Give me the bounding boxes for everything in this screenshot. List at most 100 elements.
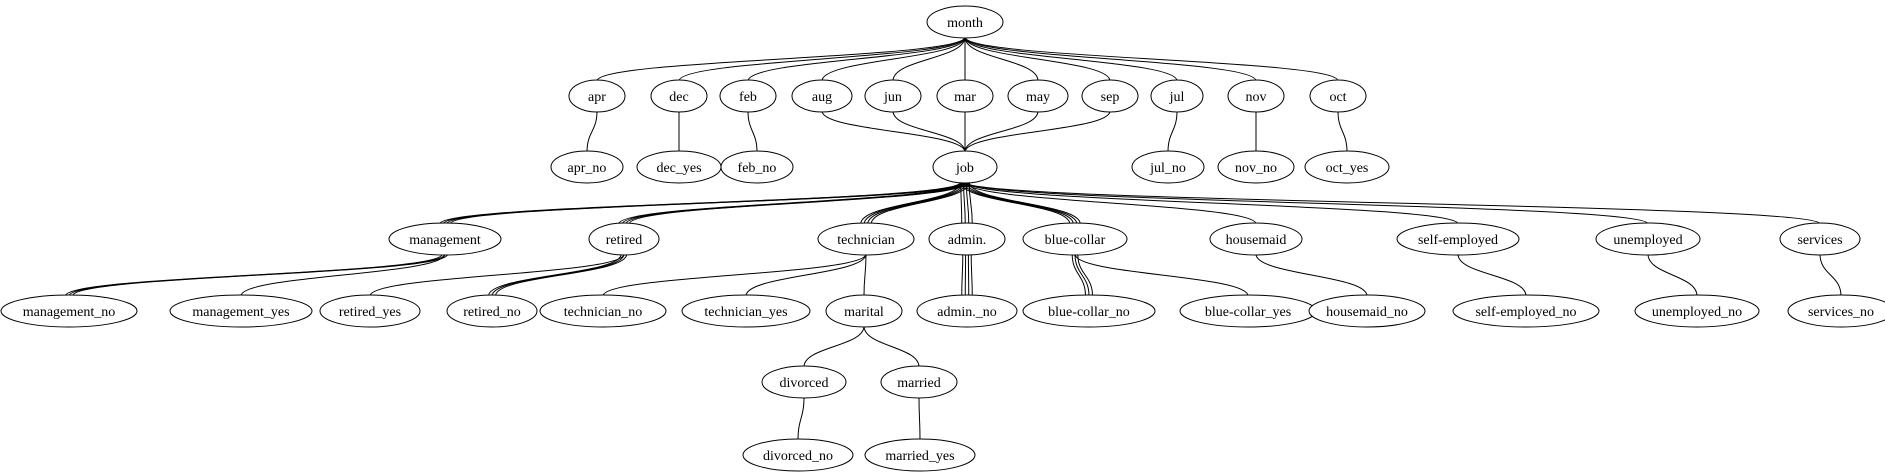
edge-month-to-may <box>964 36 1039 82</box>
node-management-no: management_no <box>0 294 138 328</box>
node-ellipse <box>1150 79 1204 113</box>
node-management: management <box>388 222 502 256</box>
edge-month-to-aug <box>821 36 966 82</box>
node-ellipse <box>880 365 958 399</box>
node-ellipse <box>1452 294 1600 328</box>
node-blue-collar: blue-collar <box>1022 222 1128 256</box>
node-feb-no: feb_no <box>720 150 794 184</box>
node-blue-collar-no: blue-collar_no <box>1022 294 1156 328</box>
node-jul: jul <box>1150 79 1204 113</box>
edge-job-to-blue_collar <box>960 181 1071 225</box>
node-ellipse <box>1595 222 1701 256</box>
edge-sep-to-job <box>964 110 1111 153</box>
node-label: dec <box>669 90 688 105</box>
edge-month-to-feb <box>747 36 966 82</box>
edge-retired-to-retired_yes <box>369 253 625 297</box>
node-job: job <box>932 150 998 184</box>
node-ellipse <box>742 438 854 472</box>
edge-jul-to-jul_no <box>1167 110 1178 153</box>
node-ellipse <box>1309 79 1367 113</box>
node-self-employed-no: self-employed_no <box>1452 294 1600 328</box>
edge-retired-to-retired_no <box>491 253 625 297</box>
node-retired-yes: retired_yes <box>319 294 421 328</box>
node-ellipse <box>388 222 502 256</box>
edge-job-to-unemployed <box>964 181 1649 225</box>
edge-month-to-sep <box>964 36 1111 82</box>
edge-job-to-blue_collar <box>968 181 1081 225</box>
node-services-no: services_no <box>1787 294 1885 328</box>
node-ellipse <box>539 294 667 328</box>
edge-month-to-oct <box>964 36 1339 82</box>
edge-marital-to-divorced <box>803 325 865 368</box>
node-ellipse <box>1779 222 1861 256</box>
node-label: admin._no <box>937 305 997 320</box>
edge-services-to-services_no <box>1819 253 1842 297</box>
edge-self_employed-to-self_employed_no <box>1457 253 1527 297</box>
node-ellipse <box>1304 150 1390 184</box>
node-ellipse <box>932 150 998 184</box>
node-nov-no: nov_no <box>1217 150 1295 184</box>
node-label: nov <box>1246 90 1267 105</box>
node-ellipse <box>761 365 847 399</box>
edge-may-to-job <box>964 110 1039 153</box>
node-unemployed-no: unemployed_no <box>1634 294 1760 328</box>
node-retired-no: retired_no <box>446 294 538 328</box>
node-ellipse <box>0 294 138 328</box>
node-sep: sep <box>1081 79 1139 113</box>
node-label: aug <box>812 90 832 105</box>
node-jul-no: jul_no <box>1131 150 1205 184</box>
node-label: married <box>897 376 941 391</box>
node-apr-no: apr_no <box>550 150 624 184</box>
node-label: may <box>1026 90 1050 105</box>
edge-month-to-jun <box>892 36 966 82</box>
node-married: married <box>880 365 958 399</box>
node-ellipse <box>1081 79 1139 113</box>
node-ellipse <box>588 222 660 256</box>
node-divorced-no: divorced_no <box>742 438 854 472</box>
node-retired: retired <box>588 222 660 256</box>
node-label: management_yes <box>192 305 289 320</box>
edge-job-to-technician <box>863 181 965 225</box>
node-label: self-employed <box>1418 233 1498 248</box>
edge-management-to-management_yes <box>240 253 446 297</box>
node-label: retired <box>606 233 643 248</box>
edge-admin-to-admin_no <box>970 253 973 297</box>
edge-feb-to-feb_no <box>747 110 758 153</box>
tree-edges <box>65 36 1842 441</box>
node-label: technician <box>837 233 895 248</box>
node-unemployed: unemployed <box>1595 222 1701 256</box>
node-services: services <box>1779 222 1861 256</box>
node-ellipse <box>1007 79 1069 113</box>
node-ellipse <box>169 294 313 328</box>
edge-aug-to-job <box>821 110 966 153</box>
edge-job-to-admin <box>960 181 963 225</box>
node-self-employed: self-employed <box>1396 222 1520 256</box>
edge-job-to-blue_collar <box>963 181 1074 225</box>
edge-job-to-management <box>449 181 970 225</box>
node-ellipse <box>1634 294 1760 328</box>
edge-job-to-services <box>964 181 1821 225</box>
node-label: nov_no <box>1235 161 1277 176</box>
node-mar: mar <box>936 79 994 113</box>
edge-job-to-technician <box>860 181 962 225</box>
node-label: technician_no <box>564 305 643 320</box>
node-label: management_no <box>23 305 116 320</box>
node-ellipse <box>1308 294 1426 328</box>
edge-marital-to-married <box>863 325 920 368</box>
edge-divorced-to-divorced_no <box>797 396 805 441</box>
node-ellipse <box>1022 222 1128 256</box>
edge-job-to-admin <box>965 181 970 225</box>
edge-management-to-management_no <box>72 253 449 297</box>
node-label: job <box>955 161 974 176</box>
node-label: services <box>1797 233 1842 248</box>
node-ellipse <box>319 294 421 328</box>
node-technician-no: technician_no <box>539 294 667 328</box>
edge-blue_collar-to-blue_collar_yes <box>1074 253 1249 297</box>
node-ellipse <box>446 294 538 328</box>
node-ellipse <box>1227 79 1285 113</box>
node-housemaid-no: housemaid_no <box>1308 294 1426 328</box>
node-label: mar <box>954 90 976 105</box>
node-ellipse <box>1217 150 1295 184</box>
edge-job-to-blue_collar <box>965 181 1078 225</box>
node-ellipse <box>864 79 922 113</box>
